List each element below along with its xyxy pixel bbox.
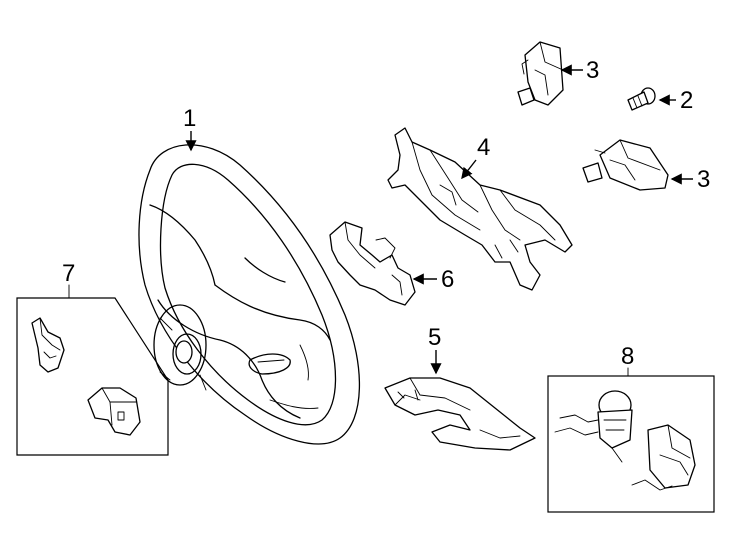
callout-6: 6: [441, 266, 454, 293]
bracket-part: [329, 221, 416, 306]
trim-cover-part: [384, 377, 536, 451]
callout-8: 8: [621, 343, 634, 370]
callout-1: 1: [183, 105, 196, 132]
callout-5: 5: [428, 324, 441, 351]
leader-4: [461, 159, 477, 180]
callout-4: 4: [477, 134, 490, 161]
part-7-group: [16, 297, 169, 456]
callout-2: 2: [680, 87, 693, 114]
switch-part-lower: [582, 139, 669, 191]
callout-7: 7: [62, 260, 75, 287]
screw-part: [627, 87, 656, 111]
lower-cover-part: [387, 127, 573, 291]
steering-wheel-part: [138, 144, 361, 445]
part-8-group: [547, 375, 715, 513]
callout-3-upper: 3: [586, 57, 599, 84]
part-8-frame: [547, 375, 715, 513]
callout-3-lower: 3: [697, 166, 710, 193]
part-7-frame: [16, 297, 169, 456]
switch-part-upper: [517, 41, 564, 106]
